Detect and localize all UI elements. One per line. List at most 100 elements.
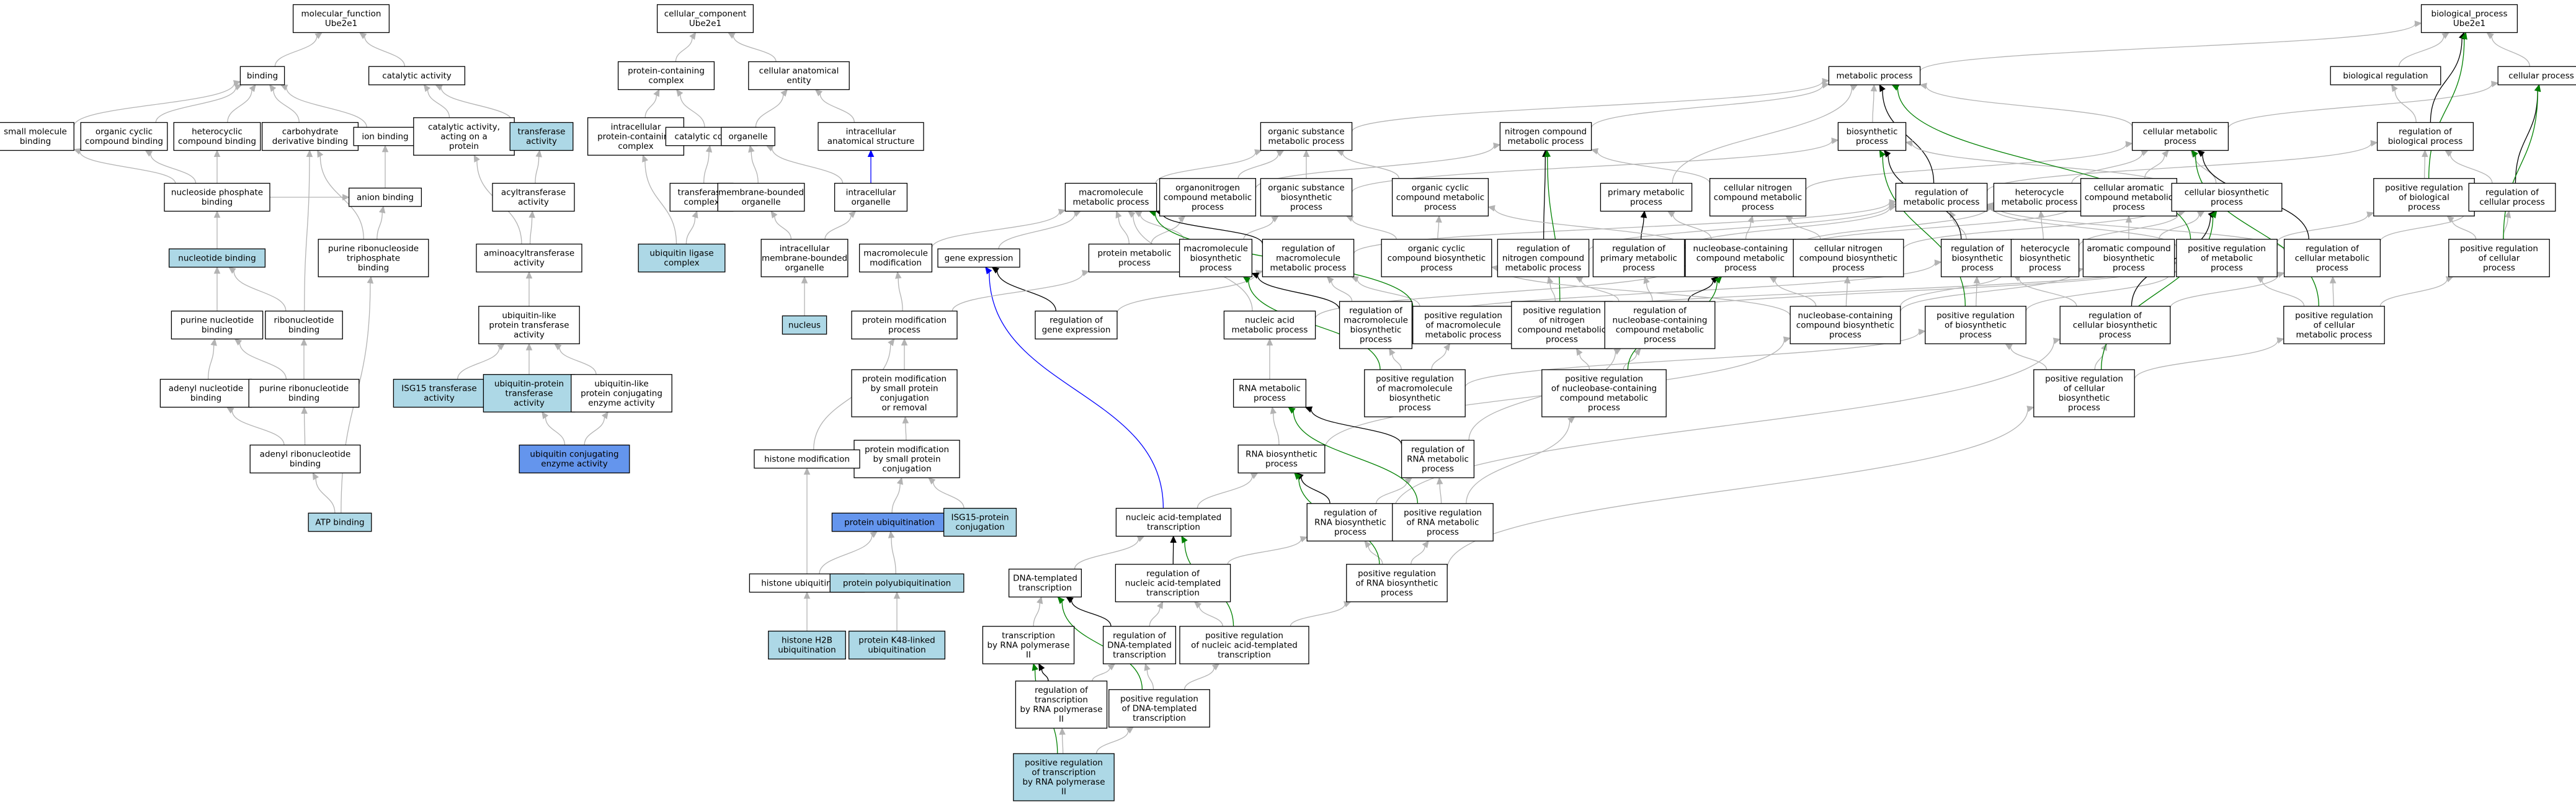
go-term-box [348,187,422,207]
edge-line [1351,81,1824,132]
edge-arrowhead [1889,204,1897,212]
go-term-label: process [1427,527,1459,537]
go-term-label: metabolic process [1505,263,1582,273]
go-term-label: of cellular [2479,253,2520,263]
go-term-label: nucleic acid [1245,316,1295,326]
edge-is-a [234,338,287,380]
edge-is-a [685,210,698,244]
go-term-label: macromolecule [1344,316,1408,326]
go-term-label: metabolic process [2296,330,2373,340]
go-term-label: primary metabolic [1608,188,1685,198]
edge-arrowhead [249,84,256,92]
go-term-label: positive regulation [1205,631,1283,641]
go-term-box [768,630,846,660]
edge-line [1986,143,2372,192]
go-term-box [760,239,849,277]
go-term-label: biosynthetic [1281,192,1332,202]
go-term-label: metabolic process [1073,197,1149,207]
edge-line [155,87,236,123]
edge-line [1183,667,1214,690]
edge-line [733,35,777,62]
go-term-box [834,182,908,212]
edge-is-a [228,267,287,311]
edge-line [1351,140,1833,193]
edge-is-a [2379,276,2454,306]
edge-arrowhead [1714,276,1723,284]
edge-arrowhead [300,338,308,345]
edge-part-of [985,266,1164,509]
edge-is-a [1446,406,2035,569]
go-term-label: cellular biosynthetic [2073,320,2157,330]
edge-arrowhead [73,148,81,155]
edge-line [644,161,677,244]
go-term-label: nitrogen compound [1502,253,1584,263]
edge-line [2094,349,2105,370]
edge-arrowhead [1181,535,1188,544]
edge-is-a [703,145,713,184]
edge-arrowhead [2490,81,2499,87]
edge-arrowhead [893,591,901,599]
edge-arrowhead [1178,215,1186,223]
edge-is-a [584,411,609,445]
edge-line [2449,154,2493,184]
go-term-label: of macromolecule [1425,320,1500,330]
go-term-label: by RNA polymerase [1020,705,1102,715]
go-term-label: regulation of [1951,244,2005,254]
go-term-label: compound binding [85,136,163,146]
edge-arrowhead [867,149,875,157]
go-term-label: small molecule [4,127,67,137]
go-term-box [248,378,360,408]
edge-line [675,37,693,62]
go-term-label: binding [202,325,233,335]
go-term-label: cellular metabolic [2295,253,2369,263]
edge-is-a [1667,210,1712,239]
edge-is-a [2159,210,2205,239]
go-term-label: protein [449,141,479,151]
go-term-box [519,444,630,474]
go-term-label: protein polyubiquitination [843,578,951,588]
edge-is-a [819,531,878,574]
go-term-label: cellular process [2508,71,2574,81]
edge-is-a [2134,337,2284,380]
edge-line [1368,546,1383,564]
edge-arrowhead [901,338,908,345]
go-term-box [2131,122,2229,151]
edge-is-a [895,271,903,311]
edge-arrowhead [535,149,542,158]
edge-arrowhead [2256,276,2265,283]
edge-line [79,151,176,184]
edge-arrowhead [1364,540,1371,548]
edge-line [2430,38,2462,123]
go-term-label: compound metabolic [1396,192,1484,202]
edge-arrowhead [1643,276,1650,284]
go-term-label: transcription [1146,588,1200,598]
go-term-node-atp-bind: ATP binding [308,512,372,532]
go-term-label: by RNA polymerase [987,640,1069,650]
go-term-box [818,122,924,151]
go-term-box [1237,444,1326,474]
edge-line [1311,409,1402,445]
edge-arrowhead [803,591,811,599]
edge-arrowhead [1613,348,1622,355]
go-term-label: transcription [1218,650,1271,660]
go-term-box [1592,239,1685,277]
edge-arrowhead [2370,140,2378,147]
edge-pos-regulates [1879,149,1966,306]
go-term-label: protein modification [862,316,947,326]
edge-is-a [535,149,542,184]
edge-is-a [675,32,697,62]
go-term-label: process [1623,263,1655,273]
go-term-label: compound metabolic [1164,192,1252,202]
go-term-label: membrane-bounded [762,253,847,263]
edge-arrowhead [689,32,697,40]
edge-is-a [1411,540,1429,564]
go-term-label: cellular aromatic [2093,183,2164,193]
go-term-label: activity [514,398,545,408]
